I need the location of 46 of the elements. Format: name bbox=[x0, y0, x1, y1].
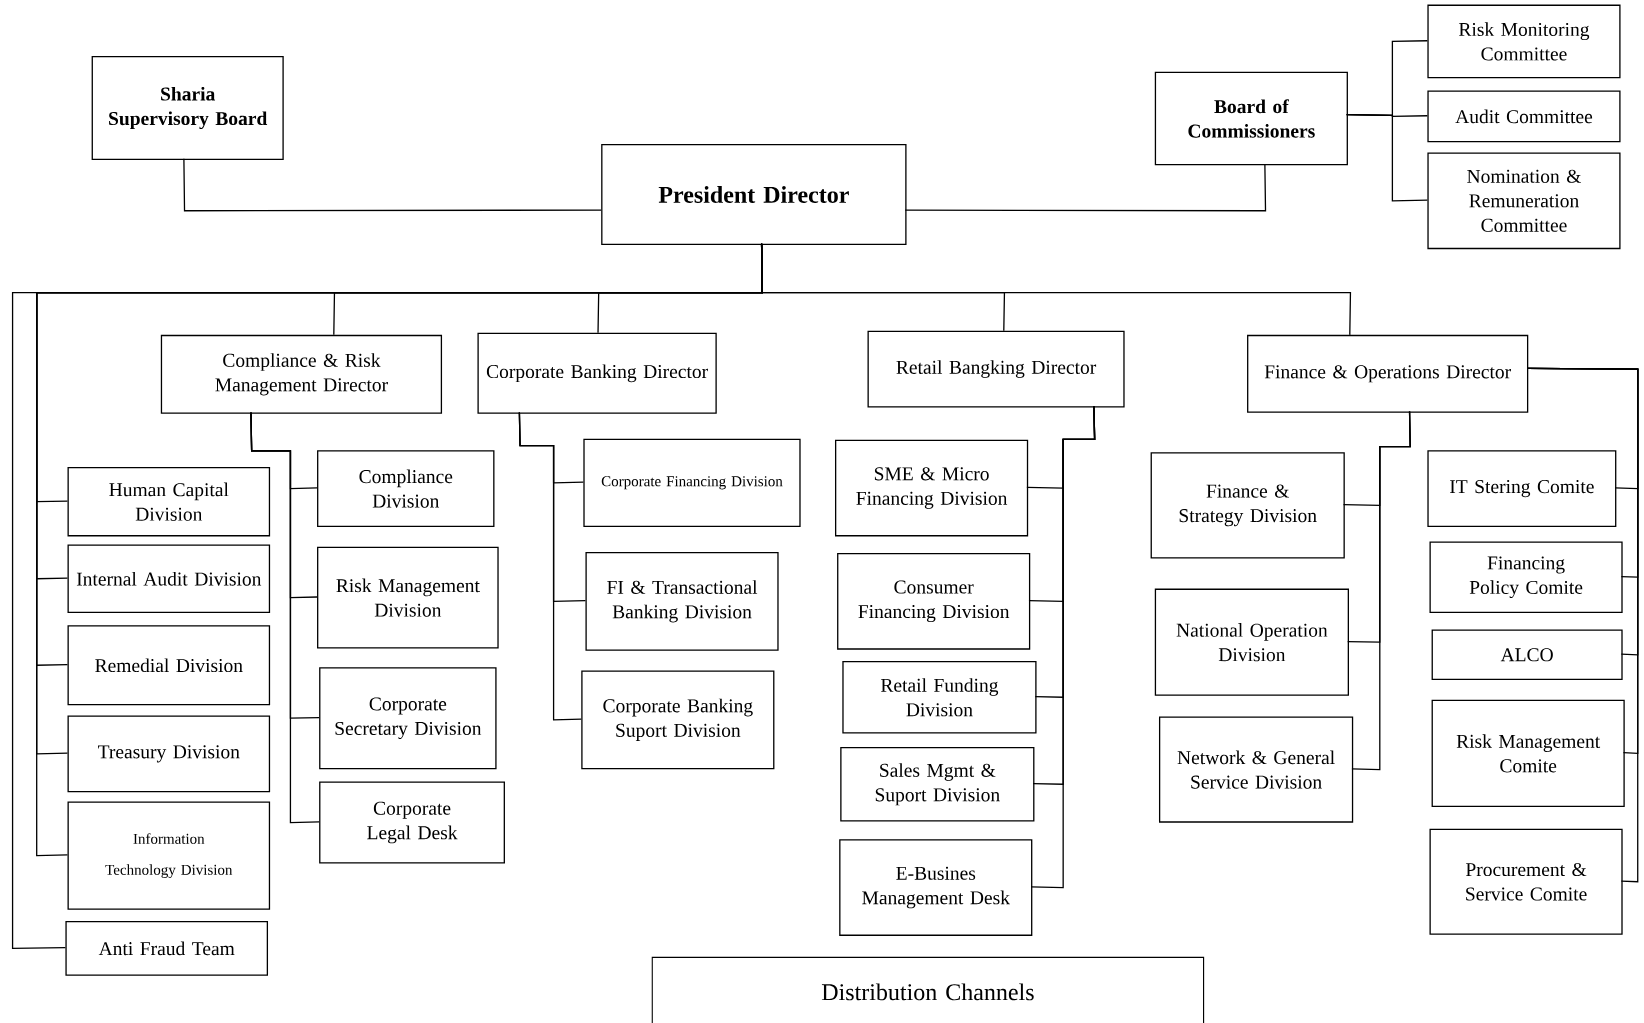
org-box: Corporate Banking Suport Division bbox=[581, 670, 775, 770]
connector-line bbox=[183, 158, 602, 212]
org-box: E-Busines Management Desk bbox=[839, 839, 1033, 936]
org-box: Financing Policy Comite bbox=[1429, 541, 1623, 613]
connector-line bbox=[904, 163, 1267, 212]
org-box: Risk Management Division bbox=[317, 546, 499, 649]
org-box: Procurement & Service Comite bbox=[1429, 828, 1623, 935]
org-box: Compliance Division bbox=[317, 450, 495, 527]
org-box: Board of Commissioners bbox=[1154, 71, 1348, 166]
org-box: Finance & Operations Director bbox=[1247, 334, 1529, 413]
org-box: Corporate Financing Division bbox=[583, 438, 801, 527]
org-box: SME & Micro Financing Division bbox=[835, 439, 1029, 537]
org-box: Network & General Service Division bbox=[1158, 716, 1354, 823]
connector-line bbox=[1351, 410, 1411, 771]
org-box: Corporate Secretary Division bbox=[319, 667, 497, 770]
org-box: Human Capital Division bbox=[67, 466, 271, 537]
org-box: Retail Funding Division bbox=[842, 660, 1037, 734]
org-box: National Operation Division bbox=[1154, 588, 1349, 696]
org-box: Distribution Channels bbox=[651, 956, 1205, 1023]
connector-line bbox=[518, 411, 582, 721]
org-box: FI & Transactional Banking Division bbox=[585, 551, 779, 651]
org-box: Corporate Banking Director bbox=[477, 332, 717, 414]
org-box: Sharia Supervisory Board bbox=[91, 55, 284, 160]
org-box: Treasury Division bbox=[67, 715, 271, 793]
connector-line bbox=[1030, 405, 1096, 889]
org-box: Retail Bangking Director bbox=[867, 330, 1125, 408]
org-box: Internal Audit Division bbox=[67, 544, 271, 613]
connector-line bbox=[1526, 367, 1639, 883]
org-box: Consumer Financing Division bbox=[837, 552, 1031, 650]
org-box: President Director bbox=[601, 144, 907, 245]
org-box: Remedial Division bbox=[67, 625, 271, 706]
org-box: IT Stering Comite bbox=[1427, 450, 1617, 527]
org-box: ALCO bbox=[1431, 629, 1623, 681]
connector-line bbox=[11, 243, 763, 949]
org-box: Nomination & Remuneration Committee bbox=[1427, 152, 1621, 250]
org-box: Corporate Legal Desk bbox=[319, 781, 505, 864]
org-box: Anti Fraud Team bbox=[65, 920, 268, 976]
org-box: Audit Committee bbox=[1427, 90, 1621, 143]
org-box: Information Technology Division bbox=[67, 801, 271, 910]
org-box: Compliance & Risk Management Director bbox=[160, 334, 443, 414]
org-box: Finance & Strategy Division bbox=[1150, 452, 1345, 559]
org-box: Risk Management Comite bbox=[1431, 699, 1625, 807]
connector-line bbox=[1346, 114, 1429, 202]
org-box: Risk Monitoring Committee bbox=[1427, 4, 1621, 79]
org-box: Sales Mgmt & Suport Division bbox=[840, 746, 1035, 822]
connector-line bbox=[250, 411, 320, 824]
